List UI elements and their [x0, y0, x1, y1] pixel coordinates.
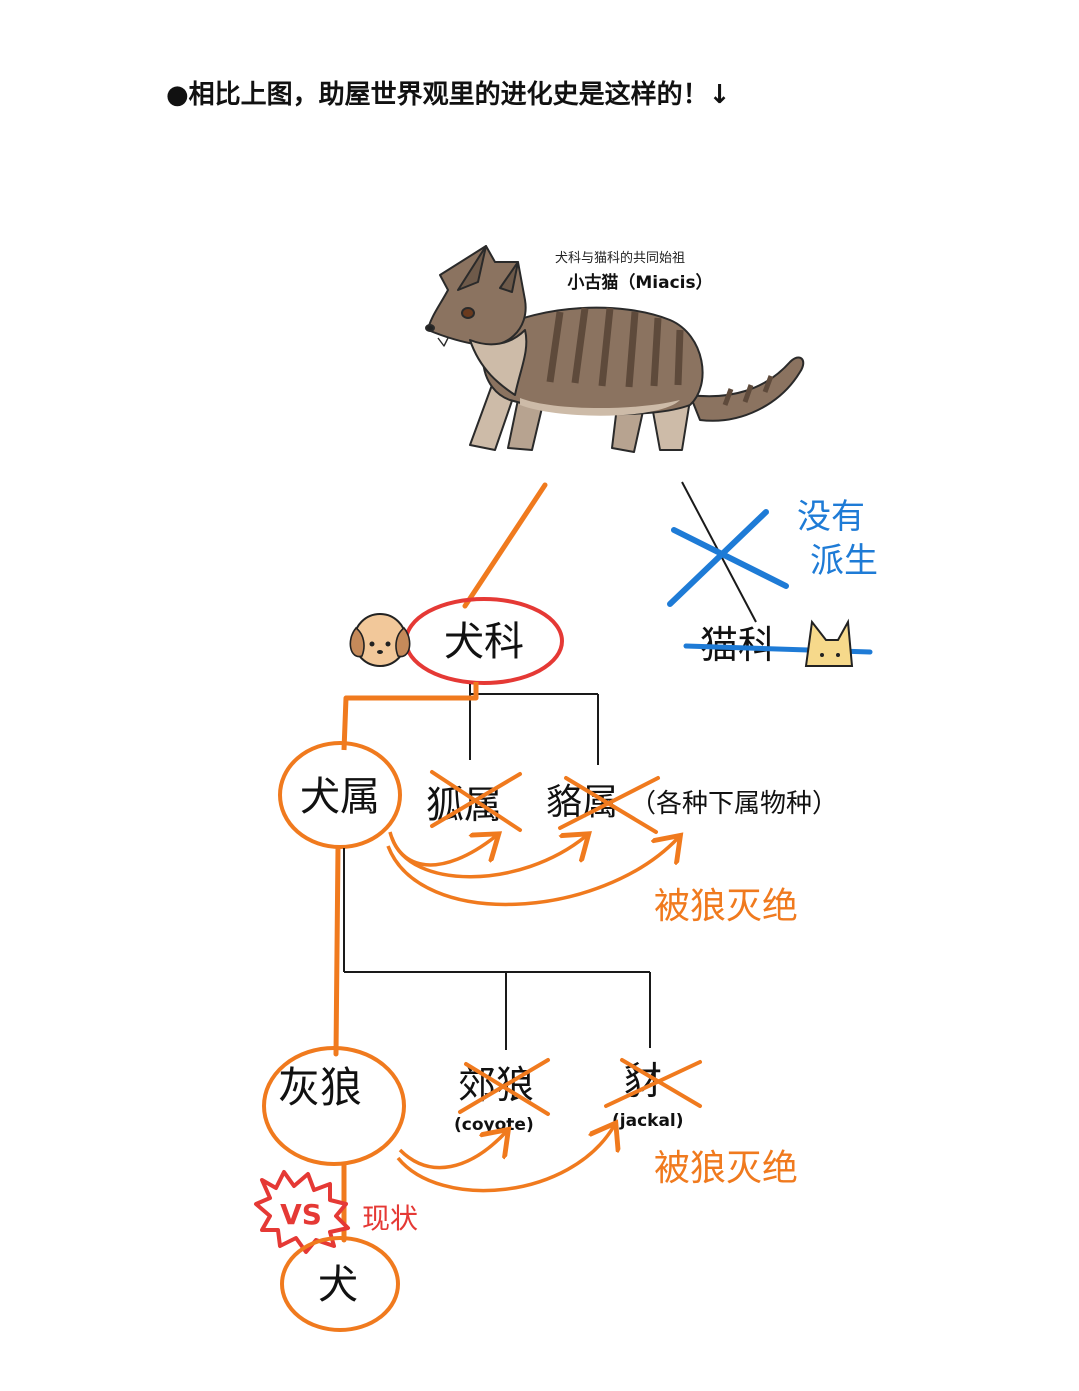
canidae-branch-lines	[469, 684, 599, 765]
jackal-english-label: (jackal)	[612, 1111, 684, 1131]
vs-badge: VS	[254, 1170, 350, 1254]
coyote-cross-1	[464, 1062, 550, 1116]
canidae-label: 犬科	[444, 619, 524, 665]
canis-branch-lines	[343, 848, 651, 1050]
dog-label: 犬	[318, 1262, 358, 1308]
jackal-cross-1	[620, 1058, 702, 1108]
dog-face-icon	[349, 613, 411, 667]
vs-badge-text: VS	[280, 1198, 322, 1231]
raccoon-dog-genus-cross-1	[564, 776, 658, 834]
canis-to-gray-wolf-line	[333, 845, 341, 1057]
extinct-by-wolves-label-1: 被狼灭绝	[654, 886, 798, 927]
ancestor-to-canidae-line	[462, 482, 548, 609]
subspecies-note: （各种下属物种）	[630, 789, 838, 819]
miacis-illustration	[425, 245, 805, 453]
extinct-by-wolves-label-2: 被狼灭绝	[654, 1148, 798, 1189]
raccoon-dog-genus-cross-2	[558, 776, 660, 830]
ancestor-caption: 犬科与猫科的共同始祖	[555, 250, 685, 266]
extinction-arrow-raccoon-dog	[390, 836, 586, 879]
blue-cross-stroke-1	[667, 509, 769, 607]
extinction-arrow-subspecies	[386, 838, 678, 907]
fox-genus-cross-2	[430, 772, 522, 828]
ancestor-name: 小古猫（Miacis）	[567, 272, 712, 293]
canidae-to-canis-line	[341, 682, 479, 751]
blue-cross-stroke-2	[671, 527, 789, 589]
coyote-english-label: (coyote)	[454, 1115, 534, 1135]
dog-circle	[280, 1236, 400, 1332]
gray-wolf-circle	[262, 1046, 406, 1166]
coyote-cross-2	[458, 1058, 550, 1114]
no-descendant-note-line1: 没有	[797, 497, 865, 537]
extinction-arrow-coyote	[398, 1132, 506, 1170]
jackal-cross-2	[604, 1060, 702, 1108]
status-label: 现状	[362, 1202, 418, 1235]
gray-wolf-label: 灰狼	[278, 1063, 362, 1112]
extinction-arrow-jackal	[396, 1126, 614, 1193]
page-heading: ●相比上图，助屋世界观里的进化史是这样的！↓	[166, 80, 731, 110]
canis-label: 犬属	[300, 774, 380, 820]
cat-face-icon	[804, 618, 854, 667]
no-descendant-note-line2: 派生	[810, 541, 878, 581]
